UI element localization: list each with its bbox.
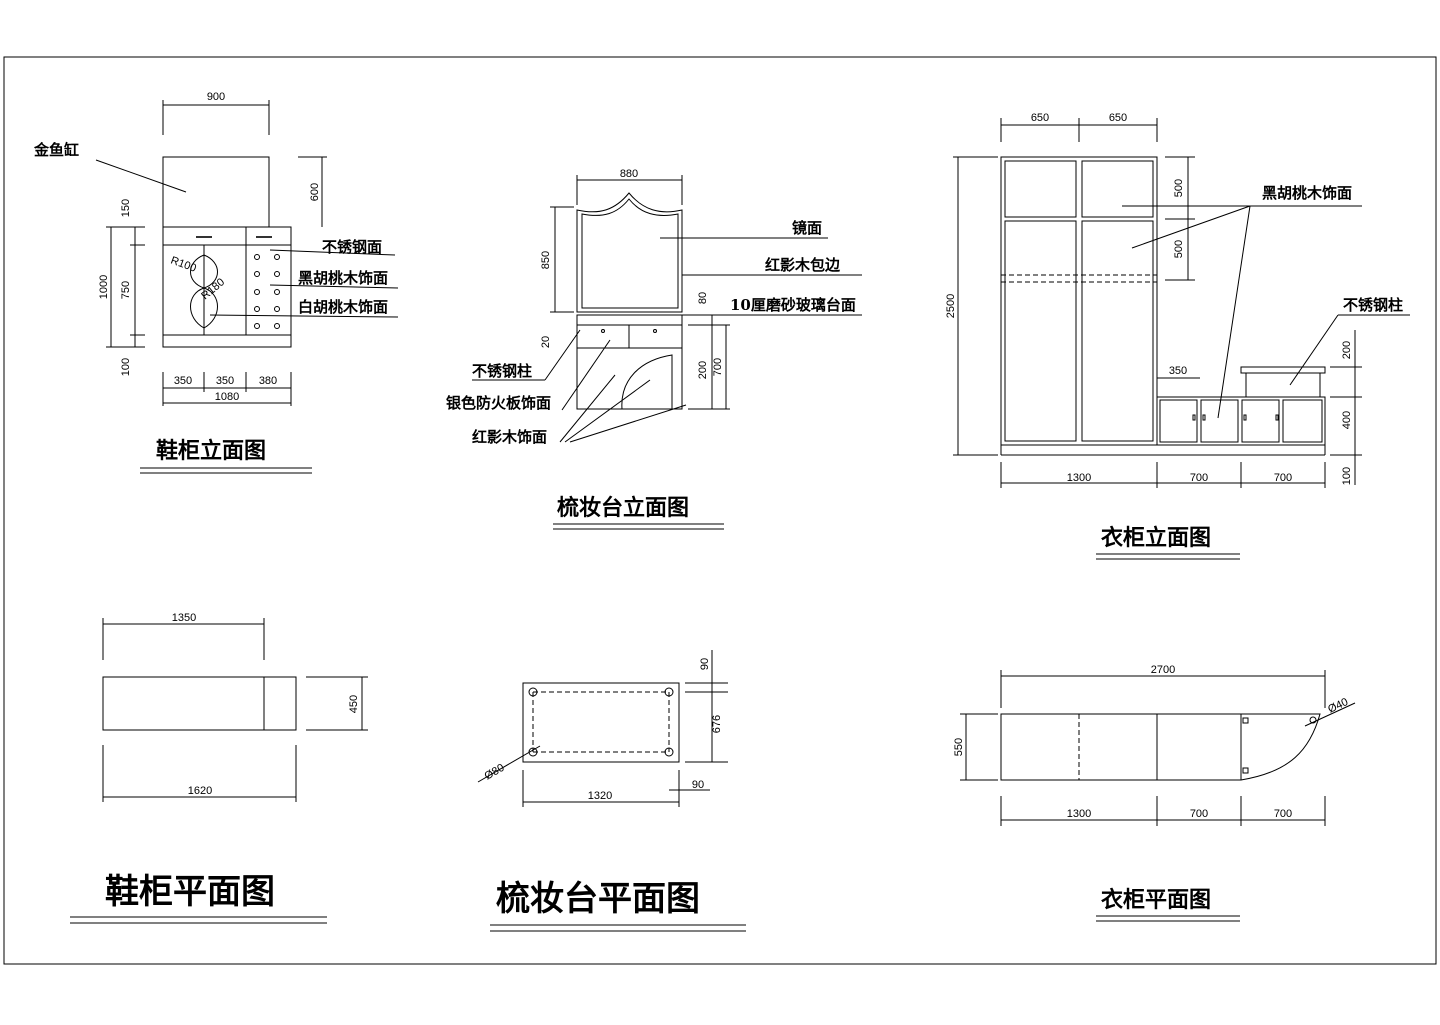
- dim-diam-80: Ø80: [483, 762, 507, 783]
- label-red-finish: 红影木饰面: [472, 428, 547, 446]
- sheet-frame: [3, 56, 1437, 965]
- radius-180: R180: [199, 276, 227, 302]
- label-fish-tank: 金鱼缸: [33, 141, 79, 159]
- radius-100: R100: [169, 255, 198, 275]
- dim-2700: 2700: [1151, 664, 1175, 676]
- label-stainless-post: 不锈钢柱: [472, 362, 532, 380]
- label-white-walnut: 白胡桃木饰面: [298, 298, 388, 316]
- dim-350b: 350: [216, 375, 234, 387]
- shoe-cabinet-elevation: 900 600 R100 R180 1: [33, 91, 399, 474]
- dim-380: 380: [259, 375, 277, 387]
- wardrobe-elevation: 650 650 2500: [945, 112, 1410, 560]
- dim-100: 100: [120, 358, 132, 376]
- dim-1000: 1000: [98, 275, 110, 299]
- dim-400: 400: [1341, 411, 1353, 429]
- dim-900: 900: [207, 91, 225, 103]
- label-stainless-top: 不锈钢面: [322, 238, 382, 256]
- dim-diam-40: Ø40: [1326, 696, 1350, 716]
- cabinet-body: [162, 226, 292, 348]
- dim-1300: 1300: [1067, 472, 1091, 484]
- mirror-frame: [576, 192, 683, 313]
- dim-700a: 700: [1190, 808, 1208, 820]
- label-black-walnut: 黑胡桃木饰面: [298, 269, 388, 287]
- dim-80: 80: [697, 292, 709, 304]
- dim-1080: 1080: [215, 391, 239, 403]
- glass-top: [576, 314, 683, 326]
- title-dressing-plan: 梳妆台平面图: [496, 879, 700, 919]
- wardrobe-plan-body: [1000, 713, 1321, 781]
- dim-350a: 350: [174, 375, 192, 387]
- dim-1320: 1320: [588, 790, 612, 802]
- dim-600: 600: [309, 183, 321, 201]
- title-wardrobe-elevation: 衣柜立面图: [1101, 525, 1211, 551]
- dim-200: 200: [697, 361, 709, 379]
- dim-90a: 90: [699, 658, 711, 670]
- label-mirror: 镜面: [792, 219, 822, 237]
- dim-700: 700: [712, 358, 724, 376]
- label-glass-top: 10厘磨砂玻璃台面: [730, 296, 856, 314]
- label-stainless-post: 不锈钢柱: [1343, 296, 1403, 314]
- dim-700b: 700: [1274, 808, 1292, 820]
- dim-200: 200: [1341, 341, 1353, 359]
- title-wardrobe-plan: 衣柜平面图: [1101, 887, 1211, 913]
- dim-350: 350: [1169, 365, 1187, 377]
- low-cabinet: [1156, 396, 1326, 446]
- dim-500b: 500: [1173, 240, 1185, 258]
- dim-1300: 1300: [1067, 808, 1091, 820]
- dim-2500: 2500: [945, 294, 957, 318]
- shoe-cabinet-plan: 1350 450 1620 鞋柜平面图: [70, 612, 368, 924]
- title-shoe-plan: 鞋柜平面图: [105, 872, 275, 912]
- dim-450: 450: [348, 695, 360, 713]
- dim-750: 750: [120, 281, 132, 299]
- dim-500a: 500: [1173, 179, 1185, 197]
- shelf-holes: [254, 254, 280, 329]
- dim-700a: 700: [1190, 472, 1208, 484]
- title-shoe-elevation: 鞋柜立面图: [156, 438, 266, 464]
- dim-90b: 90: [692, 779, 704, 791]
- dim-550: 550: [953, 738, 965, 756]
- title-dressing-elevation: 梳妆台立面图: [557, 495, 689, 521]
- dim-100: 100: [1341, 467, 1353, 485]
- dressing-table-elevation: 880 850 20 80 200 700 镜面 红影木包边 10厘磨砂玻璃台面: [446, 168, 862, 530]
- dim-700b: 700: [1274, 472, 1292, 484]
- label-black-walnut: 黑胡桃木饰面: [1262, 184, 1352, 202]
- dressing-table-plan: 90 676 Ø80 1320 90 梳妆台平面图: [477, 650, 746, 932]
- dim-850: 850: [540, 251, 552, 269]
- dim-676: 676: [711, 715, 723, 733]
- dim-1620: 1620: [188, 785, 212, 797]
- dim-650b: 650: [1109, 112, 1127, 124]
- dim-880: 880: [620, 168, 638, 180]
- dress-plan-body: [522, 682, 680, 763]
- wardrobe-plan: 2700 Ø40 550 1300 700 700 衣柜平面图: [953, 664, 1356, 922]
- shoe-plan-body: [102, 676, 297, 731]
- label-silver-board: 银色防火板饰面: [446, 394, 551, 412]
- label-red-edge: 红影木包边: [765, 256, 841, 274]
- wardrobe-body: [1000, 156, 1158, 446]
- dim-20: 20: [540, 336, 552, 348]
- dim-650a: 650: [1031, 112, 1049, 124]
- dim-150: 150: [120, 199, 132, 217]
- dim-1350: 1350: [172, 612, 196, 624]
- fish-tank: [162, 156, 270, 228]
